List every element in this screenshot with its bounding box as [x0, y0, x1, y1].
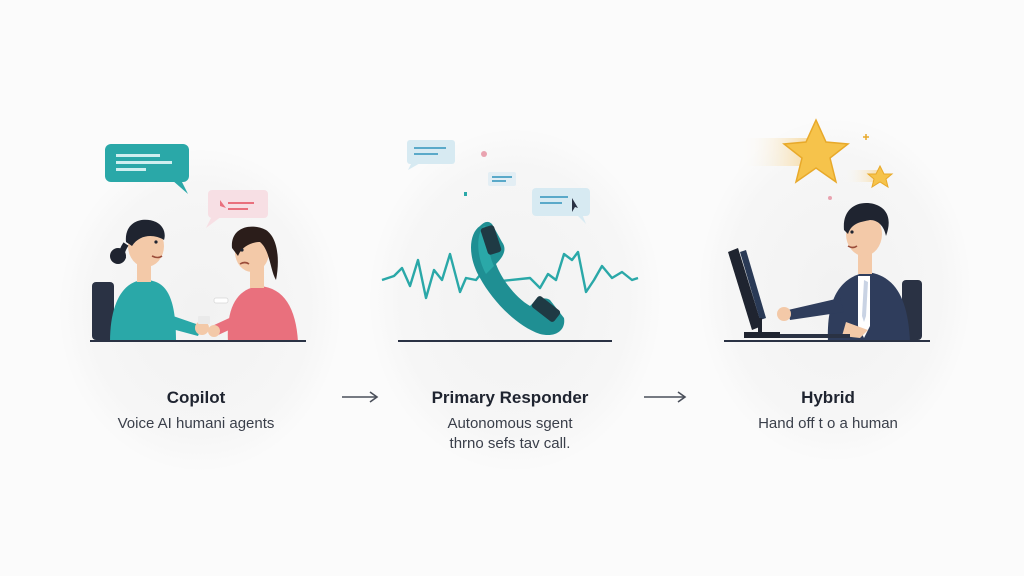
caption-line: Hand off t o a human — [758, 415, 898, 432]
chat-bubble-icon — [488, 172, 516, 186]
sound-wave-icon — [381, 250, 639, 300]
caption-line: thrno sefs tav call. — [449, 435, 571, 452]
stage-caption-primary-responder: Autonomous sgent thrno sefs tav call. — [380, 414, 640, 454]
chat-bubble-icon — [206, 190, 268, 228]
customer-woman-figure — [208, 226, 298, 342]
caption-line: Autonomous sgent — [447, 415, 573, 432]
phone-handset-icon — [471, 221, 565, 336]
star-icon — [866, 164, 894, 189]
agent-man-figure — [777, 203, 910, 342]
agent-woman-figure — [110, 219, 209, 342]
hybrid-illustration — [718, 112, 938, 348]
caption-line: Voice AI humani agents — [117, 415, 275, 432]
hybrid-desk-line — [724, 340, 930, 342]
copilot-desk-line — [90, 340, 306, 342]
stage-caption-copilot: Voice AI humani agents — [66, 414, 326, 434]
star-icon — [782, 118, 850, 184]
stage-title-primary-responder: Primary Responder — [431, 388, 589, 407]
monitor-icon — [728, 248, 780, 338]
arrow-right-icon — [340, 390, 380, 404]
responder-desk-line — [398, 340, 612, 342]
chat-bubble-icon — [105, 144, 189, 194]
stage-title-copilot: Copilot — [166, 388, 226, 407]
copilot-illustration — [80, 130, 330, 350]
stage-title-hybrid: Hybrid — [801, 388, 855, 407]
arrow-right-icon — [642, 390, 688, 404]
chat-bubble-icon — [407, 140, 455, 170]
responder-illustration — [380, 130, 640, 350]
chat-bubble-icon — [532, 188, 590, 224]
stage-caption-hybrid: Hand off t o a human — [698, 414, 958, 434]
